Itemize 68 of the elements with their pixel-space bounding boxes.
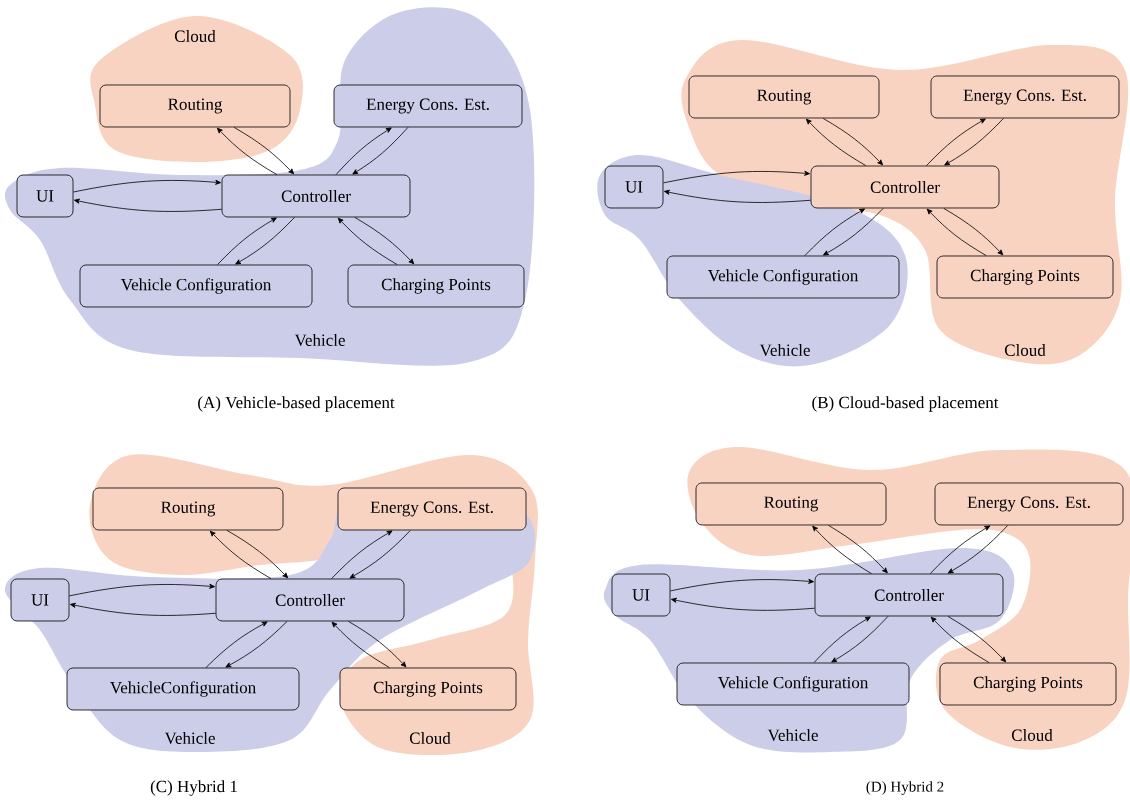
arrow	[929, 525, 991, 574]
arrow	[217, 217, 277, 265]
process-box: Charging Points	[347, 264, 525, 308]
process-box: UI	[611, 573, 671, 617]
arrow	[944, 118, 1004, 166]
arrow	[823, 208, 884, 256]
arrow	[831, 616, 889, 663]
arrow	[352, 127, 409, 175]
process-box: Routing	[695, 482, 887, 526]
process-box: Energy Cons. Est.	[333, 84, 523, 128]
arrow	[349, 530, 411, 579]
process-box: UI	[10, 578, 70, 622]
arrow	[216, 127, 278, 175]
arrow	[233, 127, 295, 175]
caption: (B) Cloud-based placement	[812, 396, 999, 412]
process-box: Controller	[814, 573, 1004, 617]
arrow	[947, 616, 1007, 663]
arrow	[663, 170, 810, 184]
arrow	[354, 217, 415, 265]
arrow	[74, 198, 222, 212]
process-box: Controller	[215, 578, 405, 622]
process-box: Vehicle Configuration	[79, 264, 313, 308]
arrow	[930, 616, 990, 663]
process-box: Vehicle Configuration	[666, 255, 900, 299]
process-box: Charging Points	[939, 662, 1117, 706]
process-box: UI	[604, 165, 664, 209]
process-box: UI	[16, 174, 74, 218]
arrow	[804, 208, 865, 256]
arrow	[805, 118, 867, 166]
process-box: VehicleConfiguration	[66, 667, 300, 711]
arrow	[943, 208, 1004, 256]
process-box: Routing	[99, 84, 291, 128]
arrow	[331, 530, 393, 579]
process-box: Routing	[688, 75, 880, 119]
arrow	[335, 127, 392, 175]
arrow	[70, 602, 216, 616]
arrow	[348, 621, 407, 668]
process-box: Routing	[92, 487, 284, 531]
caption: (D) Hybrid 2	[866, 781, 944, 795]
arrow	[331, 621, 390, 668]
arrow	[664, 189, 811, 203]
process-box: Energy Cons. Est.	[934, 482, 1124, 526]
process-box: Controller	[221, 174, 411, 218]
arrow	[235, 217, 295, 265]
arrow	[69, 583, 215, 597]
process-box: Charging Points	[339, 667, 517, 711]
arrow	[226, 530, 289, 579]
arrow	[926, 208, 987, 256]
arrow	[670, 578, 814, 592]
process-box: Vehicle Configuration	[676, 662, 910, 706]
arrow	[828, 525, 888, 574]
arrow	[671, 597, 815, 611]
caption: (A) Vehicle-based placement	[198, 396, 395, 412]
arrow	[209, 530, 272, 579]
arrow	[225, 621, 288, 668]
arrow	[73, 179, 221, 193]
arrow	[205, 621, 268, 668]
process-box: Energy Cons. Est.	[930, 75, 1120, 119]
arrow	[822, 118, 884, 166]
arrow	[337, 217, 398, 265]
process-box: Controller	[810, 165, 1000, 209]
arrow	[926, 118, 986, 166]
arrow	[947, 525, 1009, 574]
arrow	[812, 525, 872, 574]
caption: (C) Hybrid 1	[150, 780, 237, 796]
arrow	[813, 616, 871, 663]
process-box: Energy Cons. Est.	[337, 487, 527, 531]
process-box: Charging Points	[936, 255, 1114, 299]
